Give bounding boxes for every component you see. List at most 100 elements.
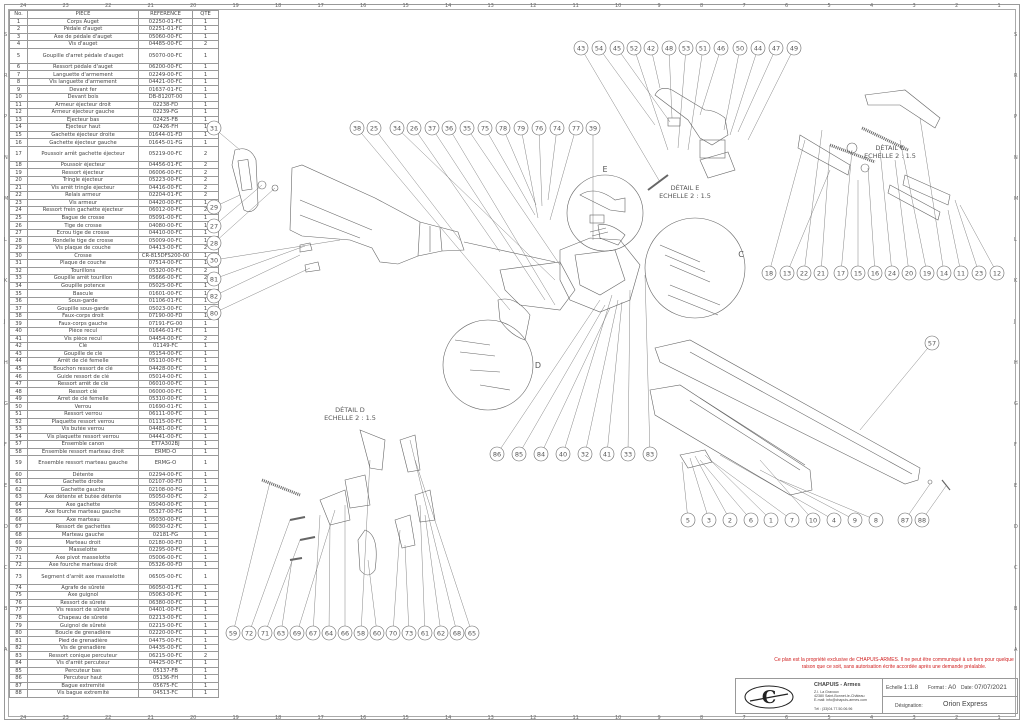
callout-balloon: 77 bbox=[549, 120, 584, 221]
part-number: 48 bbox=[10, 388, 28, 396]
callout-balloon: 15 bbox=[850, 180, 866, 281]
property-notice: Ce plan est la propriété exclusive de CH… bbox=[774, 657, 1014, 670]
title-block-info: Echelle 1:1.8 Format : A0 Date: 07/07/20… bbox=[882, 679, 1018, 713]
balloon-number: 5 bbox=[686, 516, 690, 524]
ruler-number: 3 bbox=[912, 3, 916, 9]
balloon-circle bbox=[763, 512, 779, 528]
part-reference: 01601-00-FC bbox=[139, 290, 193, 298]
balloon-number: 83 bbox=[646, 450, 654, 458]
callout-balloon: 54 bbox=[591, 40, 656, 126]
part-name: Marteau gauche bbox=[28, 531, 139, 540]
drawing-border bbox=[8, 9, 1016, 717]
part-number: 7 bbox=[10, 71, 28, 79]
part-number: 41 bbox=[10, 335, 28, 344]
part-number: 24 bbox=[10, 207, 28, 215]
part-reference: 02238-FD bbox=[139, 101, 193, 110]
balloon-number: 50 bbox=[736, 44, 744, 52]
part-number: 14 bbox=[10, 124, 28, 132]
balloon-number: 35 bbox=[463, 124, 471, 132]
balloon-number: 25 bbox=[370, 124, 378, 132]
part-name: Ressort conique percuteur bbox=[28, 652, 139, 661]
address-line-2: 42380 Saint-Bonnet-le-Château bbox=[814, 694, 865, 699]
scale-field: Echelle 1:1.8 bbox=[886, 684, 918, 691]
callout-balloon: 70 bbox=[385, 529, 401, 641]
part-number: 76 bbox=[10, 599, 28, 608]
balloon-circle bbox=[695, 40, 711, 56]
part-quantity: 1 bbox=[193, 690, 219, 698]
callout-balloon: 6 bbox=[699, 459, 759, 528]
callout-balloon: 10 bbox=[759, 459, 821, 528]
part-name: Goupille sous-garde bbox=[28, 305, 139, 313]
part-quantity: 1 bbox=[193, 629, 219, 638]
detail-d-scale: ECHELLE 2 : 1.5 bbox=[324, 414, 376, 422]
ruler-number: 16 bbox=[360, 3, 367, 9]
part-reference: 02251-01-FC bbox=[139, 26, 193, 34]
part-quantity: 1 bbox=[193, 373, 219, 381]
part-quantity: 1 bbox=[193, 18, 219, 27]
leader-line bbox=[867, 167, 875, 267]
part-number: 26 bbox=[10, 222, 28, 230]
leader-line bbox=[689, 457, 708, 514]
header-reference: REFERENCE bbox=[139, 11, 193, 19]
detail-c-title: DÉTAIL C bbox=[875, 143, 905, 152]
scale-label: Echelle bbox=[886, 685, 903, 691]
part-quantity: 1 bbox=[193, 554, 219, 562]
balloon-circle bbox=[401, 625, 417, 641]
balloon-circle bbox=[813, 265, 829, 281]
leader-line bbox=[367, 559, 377, 627]
part-quantity: 1 bbox=[193, 539, 219, 547]
part-reference: 02426-FH bbox=[139, 124, 193, 132]
part-quantity: 1 bbox=[193, 448, 219, 457]
leader-line bbox=[414, 459, 470, 627]
ruler-number: 16 bbox=[360, 715, 367, 721]
part-number: 34 bbox=[10, 282, 28, 291]
balloon-circle bbox=[743, 512, 759, 528]
callout-balloon: 28 bbox=[206, 187, 276, 251]
muzzle-screw bbox=[941, 479, 951, 491]
part-reference: 05050-00-FC bbox=[139, 494, 193, 502]
part-quantity: 2 bbox=[193, 267, 219, 276]
part-number: 18 bbox=[10, 161, 28, 170]
balloon-circle bbox=[366, 120, 382, 136]
ruler-letter: K bbox=[1014, 278, 1018, 284]
callout-balloon: 78 bbox=[495, 120, 537, 206]
part-quantity: 1 bbox=[193, 33, 219, 42]
balloon-circle bbox=[761, 265, 777, 281]
detail-c-small-parts bbox=[659, 244, 721, 316]
part-quantity: 1 bbox=[193, 86, 219, 95]
balloon-circle bbox=[833, 265, 849, 281]
balloon-number: 73 bbox=[405, 629, 413, 637]
ruler-number: 5 bbox=[827, 3, 831, 9]
leader-line bbox=[723, 54, 739, 131]
part-reference: 05063-00-FC bbox=[139, 592, 193, 600]
balloon-number: 24 bbox=[888, 269, 896, 277]
trigger-guard-part bbox=[499, 261, 576, 311]
callout-balloon: 14 bbox=[919, 117, 952, 281]
leader-line bbox=[547, 134, 557, 201]
hammer-spring-assembly-left bbox=[359, 429, 386, 471]
leader-line bbox=[435, 133, 546, 301]
callout-balloon: 21 bbox=[813, 144, 831, 281]
part-name: Axe fourche marteau droit bbox=[28, 561, 139, 570]
leader-line bbox=[699, 54, 720, 116]
leader-line bbox=[821, 144, 831, 267]
callout-balloon: 68 bbox=[409, 439, 465, 641]
ruler-number: 23 bbox=[62, 3, 69, 9]
leader-line bbox=[699, 459, 747, 515]
header-no: No. bbox=[10, 11, 28, 19]
ruler-number: 12 bbox=[530, 3, 537, 9]
forend-contour bbox=[689, 397, 806, 471]
leader-line bbox=[586, 299, 619, 448]
part-number: 71 bbox=[10, 554, 28, 562]
leader-line bbox=[361, 133, 511, 311]
callout-balloon: 18 bbox=[761, 139, 806, 281]
